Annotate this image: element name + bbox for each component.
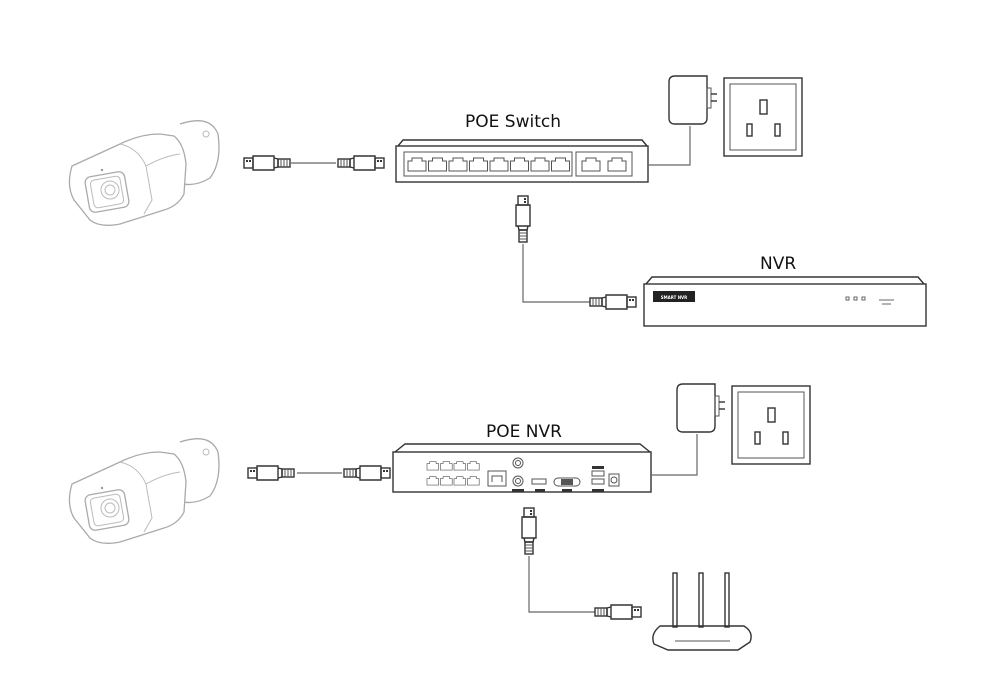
poe-port-icon	[530, 157, 550, 172]
nvr-device: SMART NVR	[643, 276, 927, 327]
poe-port-icon	[448, 157, 468, 172]
camera-top	[68, 120, 220, 226]
poe-port-icon	[469, 157, 488, 172]
cable-nvr-to-router	[521, 507, 642, 620]
poe-port-icon	[489, 157, 509, 172]
cable-switch-power	[648, 126, 691, 166]
poe-port-icon	[428, 157, 447, 172]
ethernet-plug-icon	[337, 155, 385, 171]
cable-camera-to-switch	[243, 155, 385, 171]
poe-switch-label: POE Switch	[465, 112, 561, 132]
poe-port-icon	[426, 461, 440, 471]
nvr-label: NVR	[760, 254, 797, 274]
poe-port-icon	[440, 461, 453, 471]
poe-nvr-device	[392, 443, 652, 493]
poe-port-icon	[440, 476, 453, 486]
poe-port-icon	[510, 157, 529, 172]
ethernet-plug-icon	[243, 155, 291, 171]
cable-switch-to-nvr	[515, 195, 637, 310]
ethernet-plug-icon	[594, 604, 642, 620]
poe-port-icon	[467, 476, 480, 486]
ethernet-plug-icon	[589, 294, 637, 310]
poe-port-icon	[453, 461, 467, 471]
ethernet-plug-icon	[343, 465, 391, 481]
smart-nvr-badge-text: SMART NVR	[661, 295, 688, 300]
poe-port-icon	[426, 476, 440, 486]
cable-camera-to-nvr	[247, 465, 391, 481]
poe-port-icon	[453, 476, 467, 486]
power-adapter-outlet-top	[668, 75, 803, 157]
ethernet-plug-icon	[247, 465, 295, 481]
poe-switch	[395, 139, 649, 183]
poe-port-icon	[407, 157, 427, 172]
uplink-port-icon	[581, 157, 601, 172]
poe-port-icon	[467, 461, 480, 471]
camera-bottom	[68, 438, 220, 544]
cable-nvr-power	[651, 434, 698, 476]
ethernet-plug-icon	[515, 195, 531, 243]
router-device	[652, 572, 752, 651]
smart-nvr-badge	[653, 291, 695, 302]
poe-nvr-label: POE NVR	[486, 422, 562, 442]
poe-port-icon	[551, 157, 570, 172]
ethernet-plug-icon	[521, 507, 537, 555]
uplink-port-icon	[607, 157, 627, 172]
